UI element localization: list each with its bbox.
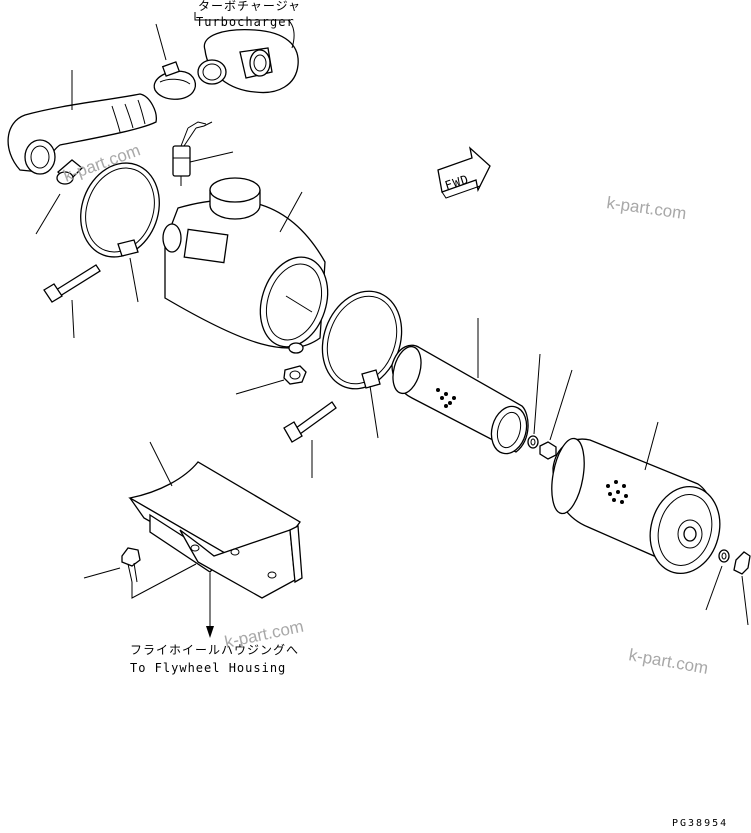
clamp-band-left (80, 162, 160, 258)
bracket-bolt (121, 547, 141, 583)
wing-nut (733, 551, 751, 575)
flywheel-jp-label: フライホイールハウジングへ (130, 643, 299, 657)
air-cleaner-body (162, 177, 329, 354)
watermark-4: k-part.com (627, 645, 709, 678)
fwd-arrow: FWD (437, 146, 491, 199)
drawing-number: PG38954 (672, 818, 728, 829)
hose-fitting (56, 159, 83, 185)
turbocharger-en-label: Turbocharger (196, 15, 295, 29)
flywheel-en-label: To Flywheel Housing (130, 661, 286, 675)
bolt-left (43, 264, 101, 303)
turbocharger-outlet (197, 29, 299, 94)
watermark-2: k-part.com (605, 193, 687, 223)
mounting-bracket (128, 461, 303, 599)
leader-lines (35, 12, 749, 626)
clamp-band-center (321, 290, 403, 390)
washer-small (527, 435, 539, 449)
dust-indicator (172, 121, 213, 186)
flywheel-arrow (206, 573, 214, 638)
outer-filter-element (551, 437, 721, 575)
bolt-center (283, 401, 337, 443)
air-intake-hose (7, 93, 157, 175)
evacuator-valve (283, 365, 307, 385)
inner-filter-element (391, 344, 529, 455)
hose-clamp-upper (153, 61, 196, 100)
nut-small (539, 441, 557, 460)
washer-right (718, 549, 730, 563)
turbocharger-jp-label: ターボチャージャ (198, 0, 301, 13)
